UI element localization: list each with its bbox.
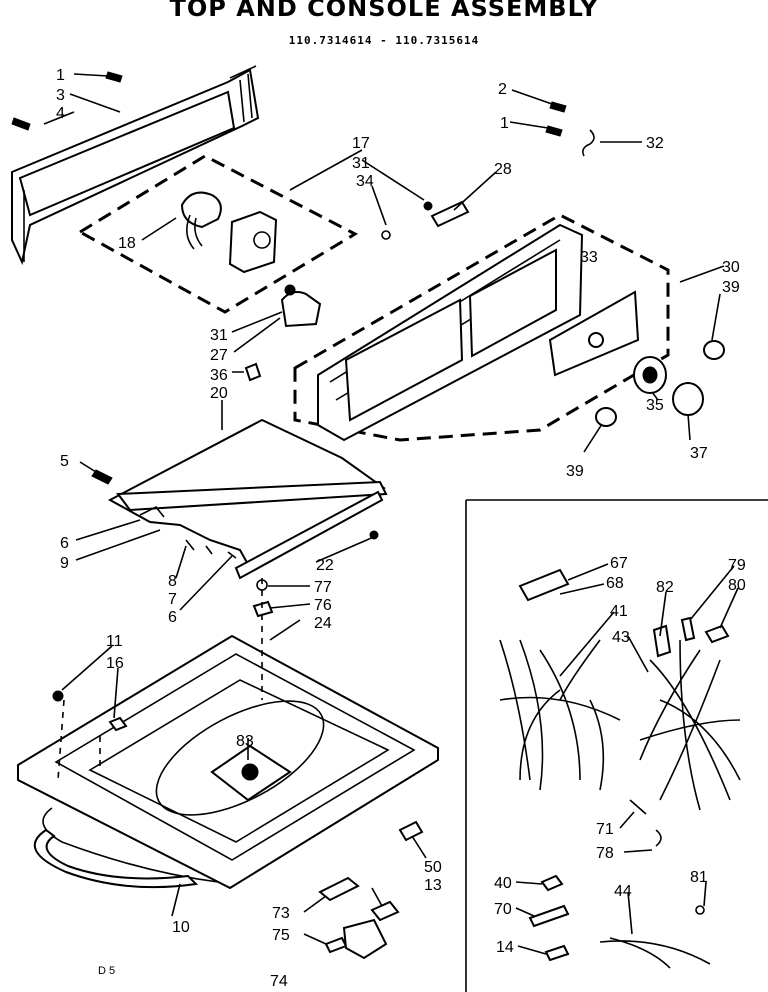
timer-motor-icon bbox=[180, 191, 278, 274]
footer-code: D 5 bbox=[98, 965, 115, 977]
callout-43: 43 bbox=[612, 629, 630, 646]
callout-24: 24 bbox=[314, 615, 332, 632]
callout-6: 6 bbox=[60, 535, 69, 552]
hinge-hardware-icon bbox=[52, 690, 424, 960]
callout-6: 6 bbox=[168, 609, 177, 626]
callout-32: 32 bbox=[646, 135, 664, 152]
callout-81: 81 bbox=[690, 869, 708, 886]
callout-79: 79 bbox=[728, 557, 746, 574]
callout-70: 70 bbox=[494, 901, 512, 918]
callout-17: 17 bbox=[352, 135, 370, 152]
callout-9: 9 bbox=[60, 555, 69, 572]
screw-icon bbox=[11, 71, 123, 131]
callout-31: 31 bbox=[210, 327, 228, 344]
callout-41: 41 bbox=[610, 603, 628, 620]
callout-13: 13 bbox=[424, 877, 442, 894]
callout-80: 80 bbox=[728, 577, 746, 594]
callout-20: 20 bbox=[210, 385, 228, 402]
callout-11: 11 bbox=[106, 633, 123, 650]
washer-top-cabinet bbox=[17, 634, 439, 890]
console-rear-bracket bbox=[11, 65, 260, 266]
callout-71: 71 bbox=[596, 821, 614, 838]
callout-31: 31 bbox=[352, 155, 370, 172]
callout-2: 2 bbox=[498, 81, 507, 98]
callout-50: 50 bbox=[424, 859, 442, 876]
callout-34: 34 bbox=[356, 173, 374, 190]
diagram-title: TOP AND CONSOLE ASSEMBLY bbox=[169, 0, 599, 22]
small-hardware-icon bbox=[244, 101, 595, 382]
wiring-inset-frame bbox=[465, 499, 768, 992]
timer-assembly-outline bbox=[77, 154, 359, 314]
callout-73: 73 bbox=[272, 905, 290, 922]
callout-16: 16 bbox=[106, 655, 124, 672]
callout-8: 8 bbox=[168, 573, 177, 590]
callout-labels: 1 3 4 2 1 32 17 31 34 28 18 33 30 39 31 … bbox=[56, 67, 746, 990]
callout-77: 77 bbox=[314, 579, 332, 596]
callout-83: 83 bbox=[236, 733, 254, 750]
callout-44: 44 bbox=[614, 883, 632, 900]
tub-cover-ring bbox=[33, 828, 199, 889]
callout-39: 39 bbox=[566, 463, 584, 480]
callout-1: 1 bbox=[56, 67, 65, 84]
callout-30: 30 bbox=[722, 259, 740, 276]
callout-22: 22 bbox=[316, 557, 334, 574]
callout-68: 68 bbox=[606, 575, 624, 592]
callout-39: 39 bbox=[722, 279, 740, 296]
callout-3: 3 bbox=[56, 87, 65, 104]
callout-67: 67 bbox=[610, 555, 628, 572]
callout-27: 27 bbox=[210, 347, 228, 364]
leader-lines bbox=[43, 73, 739, 955]
callout-1: 1 bbox=[500, 115, 509, 132]
callout-14: 14 bbox=[496, 939, 514, 956]
callout-78: 78 bbox=[596, 845, 614, 862]
callout-28: 28 bbox=[494, 161, 512, 178]
callout-18: 18 bbox=[118, 235, 136, 252]
callout-75: 75 bbox=[272, 927, 290, 944]
callout-7: 7 bbox=[168, 591, 177, 608]
callout-36: 36 bbox=[210, 367, 228, 384]
callout-4: 4 bbox=[56, 105, 65, 122]
control-knob-icon bbox=[595, 340, 725, 427]
console-mounting-plate bbox=[91, 418, 388, 580]
callout-74: 74 bbox=[270, 973, 288, 990]
callout-40: 40 bbox=[494, 875, 512, 892]
callout-5: 5 bbox=[60, 453, 69, 470]
wire-harness-icon bbox=[499, 568, 741, 969]
console-panel bbox=[293, 213, 670, 442]
model-numbers: 110.7314614 - 110.7315614 bbox=[288, 34, 480, 47]
callout-33: 33 bbox=[580, 249, 598, 266]
callout-35: 35 bbox=[646, 397, 664, 414]
callout-10: 10 bbox=[172, 919, 190, 936]
callout-76: 76 bbox=[314, 597, 332, 614]
callout-82: 82 bbox=[656, 579, 674, 596]
callout-37: 37 bbox=[690, 445, 708, 462]
